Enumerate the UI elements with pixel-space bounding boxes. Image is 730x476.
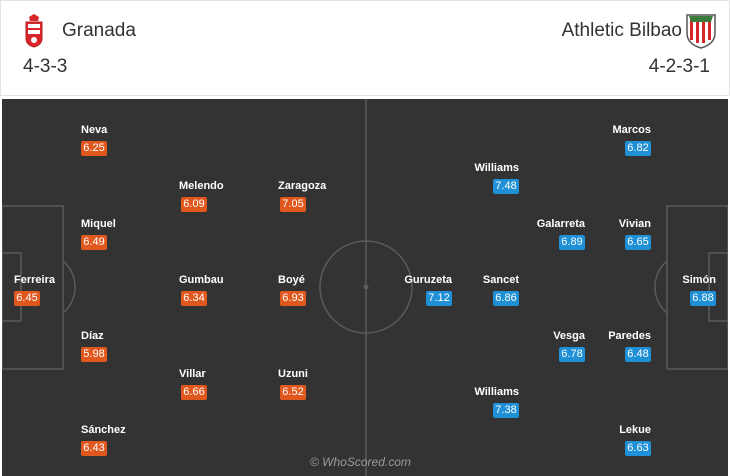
player-rating: 6.93	[280, 291, 306, 306]
away-player[interactable]: Simón 6.88	[626, 274, 716, 314]
athletic-bilbao-crest-icon	[686, 14, 716, 49]
away-player[interactable]: Marcos 6.82	[561, 124, 651, 164]
away-player[interactable]: Vesga 6.78	[495, 330, 585, 370]
player-name: Zaragoza	[278, 180, 327, 192]
player-name: Melendo	[179, 180, 224, 192]
player-name: Miquel	[81, 218, 116, 230]
player-rating: 6.49	[81, 235, 107, 250]
player-name: Ferreira	[14, 274, 55, 286]
home-formation: 4-3-3	[23, 56, 68, 77]
player-rating: 6.48	[625, 347, 651, 362]
granada-crest-icon	[25, 14, 43, 48]
home-player[interactable]: Zaragoza 7.05	[278, 180, 368, 220]
player-name: Paredes	[608, 330, 651, 342]
away-formation: 4-2-3-1	[648, 56, 710, 77]
player-rating: 6.78	[559, 347, 585, 362]
away-player[interactable]: Galarreta 6.89	[495, 218, 585, 258]
home-player[interactable]: Villar 6.66	[179, 368, 269, 408]
player-name: Gumbau	[179, 274, 224, 286]
player-rating: 6.25	[81, 141, 107, 156]
player-name: Neva	[81, 124, 108, 136]
home-player[interactable]: Neva 6.25	[81, 124, 171, 164]
home-player[interactable]: Ferreira 6.45	[14, 274, 104, 314]
player-rating: 6.45	[14, 291, 40, 306]
home-player[interactable]: Díaz 5.98	[81, 330, 171, 370]
player-rating: 6.86	[493, 291, 519, 306]
player-rating: 6.34	[181, 291, 207, 306]
away-team-name: Athletic Bilbao	[561, 20, 682, 41]
away-player[interactable]: Williams 7.38	[429, 386, 519, 426]
pitch-lines	[2, 99, 728, 476]
player-name: Williams	[474, 386, 519, 398]
player-name: Villar	[179, 368, 206, 380]
away-player[interactable]: Williams 7.48	[429, 162, 519, 202]
player-name: Lekue	[619, 424, 651, 436]
player-rating: 6.82	[625, 141, 651, 156]
player-name: Guruzeta	[404, 274, 452, 286]
player-rating: 5.98	[81, 347, 107, 362]
player-name: Vivian	[618, 218, 651, 230]
player-name: Díaz	[81, 330, 104, 342]
player-rating: 7.05	[280, 197, 306, 212]
player-name: Sancet	[482, 274, 519, 286]
away-player[interactable]: Guruzeta 7.12	[362, 274, 452, 314]
player-rating: 6.65	[625, 235, 651, 250]
away-player[interactable]: Paredes 6.48	[561, 330, 651, 370]
player-name: Galarreta	[536, 218, 585, 230]
home-team-name: Granada	[62, 20, 136, 41]
player-name: Marcos	[612, 124, 651, 136]
away-player[interactable]: Vivian 6.65	[561, 218, 651, 258]
player-rating: 7.12	[426, 291, 452, 306]
home-player[interactable]: Uzuni 6.52	[278, 368, 368, 408]
player-rating: 6.43	[81, 441, 107, 456]
home-player[interactable]: Boyé 6.93	[278, 274, 368, 314]
player-name: Uzuni	[278, 368, 308, 380]
player-rating: 7.48	[493, 179, 519, 194]
home-player[interactable]: Gumbau 6.34	[179, 274, 269, 314]
player-rating: 6.09	[181, 197, 207, 212]
away-player[interactable]: Sancet 6.86	[429, 274, 519, 314]
player-name: Sánchez	[81, 424, 126, 436]
watermark: © WhoScored.com	[310, 455, 411, 469]
player-name: Simón	[682, 274, 716, 286]
player-rating: 6.63	[625, 441, 651, 456]
player-rating: 6.88	[690, 291, 716, 306]
home-player[interactable]: Melendo 6.09	[179, 180, 269, 220]
player-rating: 6.89	[559, 235, 585, 250]
away-player[interactable]: Lekue 6.63	[561, 424, 651, 464]
player-rating: 6.66	[181, 385, 207, 400]
home-player[interactable]: Miquel 6.49	[81, 218, 171, 258]
pitch: Neva 6.25 Melendo 6.09 Zaragoza 7.05 Miq…	[2, 99, 728, 476]
player-name: Boyé	[278, 274, 305, 286]
player-rating: 6.52	[280, 385, 306, 400]
player-name: Williams	[474, 162, 519, 174]
match-header: Granada 4-3-3 Athletic Bilbao 4-2-3-1	[0, 0, 730, 96]
player-name: Vesga	[553, 330, 585, 342]
home-player[interactable]: Sánchez 6.43	[81, 424, 171, 464]
player-rating: 7.38	[493, 403, 519, 418]
